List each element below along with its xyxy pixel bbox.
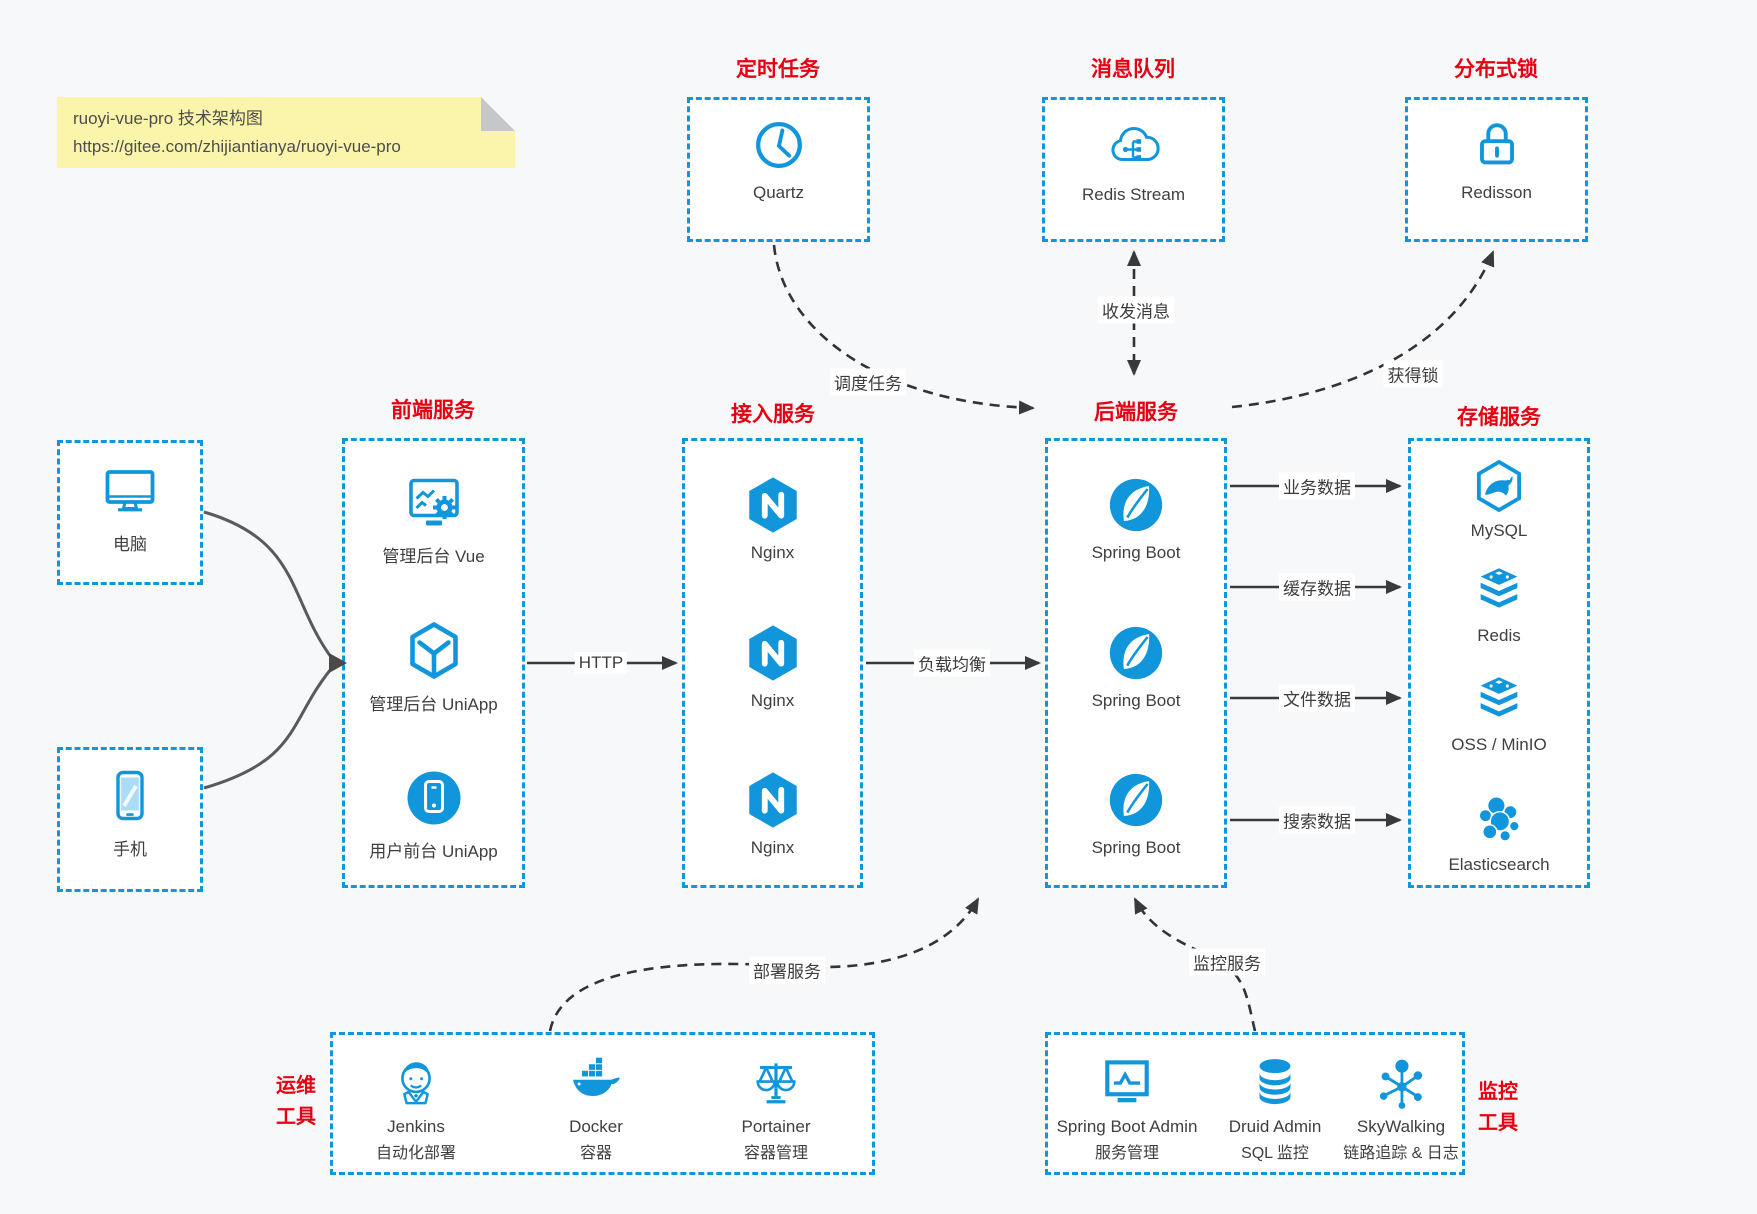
group-storage-box: MySQL Redis OSS / MinIO Elasticsearch [1408, 438, 1590, 888]
node-redisson-label: Redisson [1461, 183, 1532, 202]
cloud-stream-icon [1045, 114, 1222, 178]
node-jenkins-sub: 自动化部署 [375, 1145, 456, 1162]
node-mysql-label: MySQL [1470, 521, 1528, 540]
user-app-icon [345, 766, 522, 830]
group-lock-box: Redisson [1405, 97, 1588, 242]
node-docker-label: Docker [569, 1117, 623, 1136]
edge-label-load-balance: 负载均衡 [914, 649, 990, 677]
scales-icon [701, 1053, 851, 1113]
group-scheduled-title: 定时任务 [736, 58, 820, 81]
group-ops-side-title: 运维 工具 [259, 1071, 333, 1133]
node-user-uniapp-label: 用户前台 UniApp [369, 842, 498, 861]
node-springboot-2-label: Spring Boot [1091, 691, 1181, 710]
group-frontend-box: 管理后台 Vue 管理后台 UniApp 用户前台 UniApp [342, 438, 525, 888]
ops-side-line2: 工具 [276, 1106, 316, 1128]
note-url: https://gitee.com/zhijiantianya/ruoyi-vu… [73, 137, 401, 156]
desktop-icon [60, 459, 200, 523]
edge-label-get-lock: 获得锁 [1383, 360, 1443, 388]
node-nginx-3-label: Nginx [750, 838, 795, 857]
nginx-icon [685, 474, 860, 536]
edge-label-business: 业务数据 [1279, 472, 1355, 500]
edge-label-message: 收发消息 [1098, 296, 1174, 324]
node-springboot-1-label: Spring Boot [1091, 543, 1181, 562]
client-to-frontend-curves [203, 510, 333, 790]
nginx-icon [685, 769, 860, 831]
group-ops-box: Jenkins 自动化部署 Docker 容器 Portainer 容器管理 [330, 1032, 875, 1175]
client-phone-label: 手机 [113, 840, 147, 859]
group-mq-title: 消息队列 [1091, 58, 1175, 81]
nginx-icon [685, 622, 860, 684]
group-gateway-box: Nginx Nginx Nginx [682, 438, 863, 888]
edge-label-deploy: 部署服务 [749, 956, 825, 984]
group-monitor-box: Spring Boot Admin 服务管理 Druid Admin SQL 监… [1045, 1032, 1465, 1175]
group-lock-title: 分布式锁 [1454, 58, 1538, 81]
node-nginx-1-label: Nginx [750, 543, 795, 562]
group-scheduled-box: Quartz [687, 97, 870, 242]
node-redis-stream-label: Redis Stream [1082, 185, 1185, 204]
node-sba-sub: 服务管理 [1094, 1145, 1159, 1162]
node-jenkins-label: Jenkins [387, 1117, 445, 1136]
node-oss-minio-label: OSS / MinIO [1451, 735, 1547, 754]
uniapp-cube-icon [345, 619, 522, 683]
monitor-side-line2: 工具 [1478, 1112, 1518, 1134]
spring-boot-icon [1048, 769, 1224, 831]
group-backend-box: Spring Boot Spring Boot Spring Boot [1045, 438, 1227, 888]
edge-get-lock [1231, 250, 1495, 409]
sticky-note: ruoyi-vue-pro 技术架构图 https://gitee.com/zh… [57, 97, 515, 168]
node-elasticsearch-label: Elasticsearch [1448, 855, 1550, 874]
node-redis-label: Redis [1477, 626, 1521, 645]
sticky-note-fold [481, 97, 515, 131]
group-mq-box: Redis Stream [1042, 97, 1225, 242]
group-frontend-title: 前端服务 [391, 399, 475, 422]
group-monitor-side-title: 监控 工具 [1468, 1077, 1528, 1139]
node-springboot-3-label: Spring Boot [1091, 838, 1181, 857]
padlock-icon [1408, 114, 1585, 176]
spring-boot-icon [1048, 474, 1224, 536]
node-admin-vue-label: 管理后台 Vue [382, 547, 485, 566]
client-computer-box: 电脑 [57, 440, 203, 585]
smartphone-icon [60, 764, 200, 828]
elasticsearch-icon [1411, 792, 1587, 848]
node-admin-uniapp-label: 管理后台 UniApp [369, 695, 498, 714]
ops-side-line1: 运维 [276, 1075, 316, 1097]
node-quartz-label: Quartz [752, 183, 805, 202]
group-backend-title: 后端服务 [1094, 401, 1178, 424]
clock-icon [690, 114, 867, 176]
node-sba-label: Spring Boot Admin [1056, 1117, 1198, 1136]
monitor-side-line1: 监控 [1478, 1081, 1518, 1103]
spring-boot-icon [1048, 622, 1224, 684]
node-druid-label: Druid Admin [1228, 1117, 1322, 1136]
note-title: ruoyi-vue-pro 技术架构图 [73, 109, 263, 128]
edge-label-search: 搜索数据 [1279, 806, 1355, 834]
mysql-icon [1411, 458, 1587, 514]
edge-label-monitor: 监控服务 [1189, 948, 1265, 976]
client-phone-box: 手机 [57, 747, 203, 892]
edge-label-schedule: 调度任务 [830, 368, 906, 396]
edge-label-file: 文件数据 [1279, 684, 1355, 712]
docker-whale-icon [521, 1053, 671, 1113]
group-gateway-title: 接入服务 [731, 403, 815, 426]
edge-label-http: HTTP [574, 652, 628, 674]
node-portainer-sub: 容器管理 [743, 1145, 808, 1162]
jenkins-icon [341, 1053, 491, 1113]
redis-stack-icon [1411, 563, 1587, 619]
node-druid-sub: SQL 监控 [1241, 1145, 1309, 1162]
client-computer-label: 电脑 [113, 535, 147, 554]
node-skywalking-sub: 链路追踪 & 日志 [1343, 1145, 1459, 1162]
database-icon [1190, 1053, 1360, 1113]
node-skywalking-label: SkyWalking [1356, 1117, 1446, 1136]
node-nginx-2-label: Nginx [750, 691, 795, 710]
edge-label-cache: 缓存数据 [1279, 573, 1355, 601]
node-portainer-label: Portainer [741, 1117, 811, 1136]
node-docker-sub: 容器 [579, 1145, 612, 1162]
monitor-pulse-icon [1042, 1053, 1212, 1113]
group-storage-title: 存储服务 [1457, 406, 1541, 429]
topology-icon [1316, 1053, 1486, 1113]
admin-vue-icon [345, 471, 522, 535]
redis-stack-icon [1411, 672, 1587, 728]
